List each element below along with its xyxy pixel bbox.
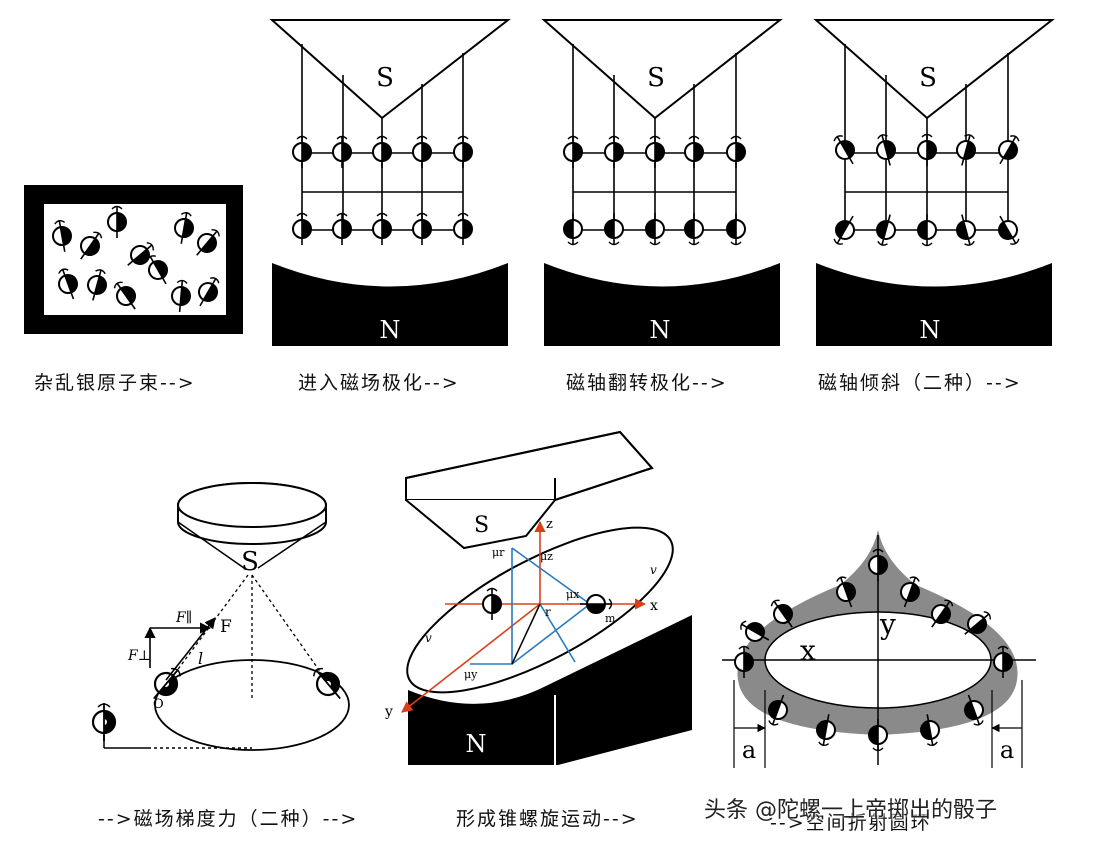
panel-helix: S N x y z r μz μx μy μr m v v <box>384 430 692 765</box>
o-label: O <box>153 697 164 712</box>
helix-north-label: N <box>466 730 487 758</box>
ring-x-label: x <box>800 634 816 667</box>
helix-mux-label: μx <box>566 588 580 601</box>
caption-random-beam: 杂乱银原子束--> <box>34 372 196 394</box>
helix-muz-label: μz <box>540 550 553 563</box>
ring-a-right: a <box>1000 736 1014 764</box>
f-perp-label: F⊥ <box>127 648 151 664</box>
panel-tilt: S N <box>813 19 1055 346</box>
panel-gradient-force: S F∥ F⊥ F l O <box>91 482 350 751</box>
south-pole-label: S <box>647 63 665 93</box>
north-pole-label: N <box>380 316 401 344</box>
south-pole-label: S <box>919 63 937 93</box>
helix-v-label-2: v <box>425 631 432 645</box>
panel-flip: S N <box>541 19 783 346</box>
caption-spiral: 形成锥螺旋运动--> <box>456 808 639 830</box>
l-label: l <box>198 649 203 668</box>
helix-r-label: r <box>545 605 551 619</box>
panel-polarize: S N <box>269 19 511 346</box>
caption-enter-field: 进入磁场极化--> <box>298 372 460 394</box>
helix-muy-label: μy <box>464 668 478 681</box>
f-parallel-label: F∥ <box>175 610 192 626</box>
watermark: 头条 @陀螺一上帝掷出的骰子 <box>704 798 997 823</box>
caption-axis-flip: 磁轴翻转极化--> <box>566 372 728 394</box>
caption-axis-tilt: 磁轴倾斜（二种）--> <box>818 372 1022 394</box>
force-south-label: S <box>241 547 259 577</box>
panel-random-beam <box>24 185 243 334</box>
north-pole-label: N <box>920 316 941 344</box>
helix-south-label: S <box>474 513 489 538</box>
helix-z-label: z <box>546 517 553 532</box>
helix-y-label: y <box>384 704 393 720</box>
panel-ring: x y a a <box>722 530 1036 768</box>
ring-a-left: a <box>742 736 756 764</box>
helix-x-label: x <box>650 598 658 614</box>
ring-y-label: y <box>879 608 896 641</box>
south-pole-label: S <box>376 63 394 93</box>
north-pole-label: N <box>650 316 671 344</box>
helix-v-label: v <box>650 563 657 577</box>
helix-mur-label: μr <box>492 546 505 559</box>
helix-m-label: m <box>605 612 616 625</box>
f-label: F <box>220 617 232 637</box>
caption-ring: -->空间折射圆环 <box>770 812 932 834</box>
caption-gradient-force: -->磁场梯度力（二种）--> <box>98 808 359 830</box>
